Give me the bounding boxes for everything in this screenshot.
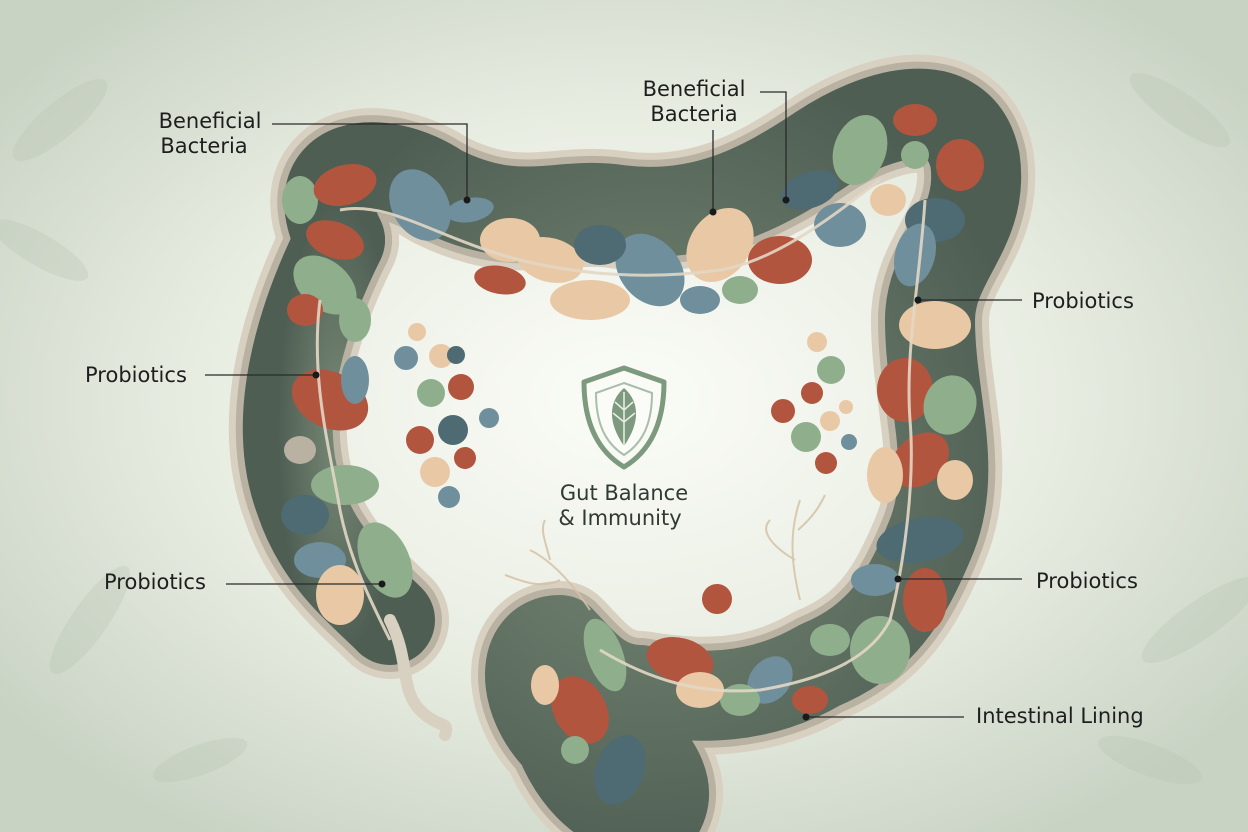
label-text: Intestinal Lining (976, 704, 1144, 728)
label-text-line1: Beneficial (643, 77, 746, 101)
leader-dot (894, 575, 902, 583)
center-title-line1: Gut Balance (560, 481, 688, 505)
background-leaves (0, 72, 1248, 785)
label-text: Probiotics (104, 570, 206, 594)
leader-line (272, 123, 468, 200)
leader-line (760, 91, 787, 200)
label-text-line1: Beneficial (159, 109, 262, 133)
label-probiotics-right-low: Probiotics (894, 569, 1138, 593)
leader-dot (709, 208, 717, 216)
label-text-line2: Bacteria (160, 134, 247, 158)
center-title-line2: & Immunity (558, 506, 681, 530)
label-text: Probiotics (1036, 569, 1138, 593)
leaf-shield-icon (581, 365, 667, 470)
leader-dot (802, 713, 810, 721)
floating-particles-right (702, 332, 857, 614)
label-probiotics-right-top: Probiotics (914, 289, 1134, 313)
bacteria-cluster (281, 104, 984, 805)
leader-dot (463, 196, 471, 204)
nerve-lines (315, 178, 927, 693)
label-probiotics-left-low: Probiotics (104, 570, 386, 594)
label-probiotics-left-mid: Probiotics (85, 363, 320, 387)
label-beneficial-bacteria-top: Beneficial Bacteria (643, 77, 790, 216)
leader-dot (782, 196, 790, 204)
label-text-line2: Bacteria (650, 102, 737, 126)
label-text: Probiotics (1032, 289, 1134, 313)
leader-dot (378, 580, 386, 588)
label-beneficial-bacteria-left: Beneficial Bacteria (159, 109, 471, 204)
label-text: Probiotics (85, 363, 187, 387)
floating-particles-left (394, 323, 499, 508)
leader-dot (312, 371, 320, 379)
label-intestinal-lining: Intestinal Lining (802, 704, 1144, 728)
leader-dot (914, 296, 922, 304)
root-branches (504, 494, 826, 611)
